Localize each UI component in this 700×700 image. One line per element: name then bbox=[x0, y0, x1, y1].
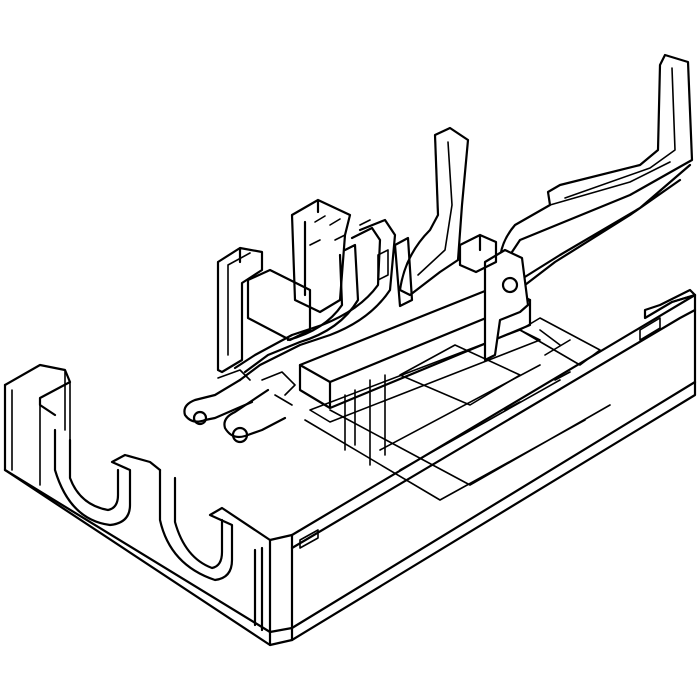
tray-left-wall-inner bbox=[11, 369, 71, 486]
stub-post-2 bbox=[393, 236, 414, 308]
post-box bbox=[246, 268, 312, 342]
right-lever bbox=[498, 53, 694, 297]
latch-hook-2 bbox=[223, 388, 287, 439]
hinge-hole bbox=[501, 276, 519, 294]
tray-right-wall-slots bbox=[299, 317, 661, 549]
post-left-inner bbox=[227, 252, 251, 356]
spring-arm-1 bbox=[233, 218, 397, 382]
mid-stubs bbox=[393, 233, 498, 308]
stub-post bbox=[458, 233, 498, 274]
tray-left-wall-top bbox=[3, 363, 72, 417]
beam-side bbox=[298, 298, 532, 410]
bracket-inner bbox=[417, 134, 453, 276]
left-posts bbox=[216, 198, 352, 374]
tray-u-cutout-1 bbox=[53, 428, 162, 527]
post-left-outer bbox=[216, 246, 264, 374]
latch-clips bbox=[217, 369, 296, 406]
bracket-vertical bbox=[398, 126, 470, 297]
lever-arm-upper bbox=[498, 53, 694, 260]
latch-hook-2-pin bbox=[231, 426, 249, 444]
tray-internal-ribs bbox=[344, 317, 601, 466]
spring-arms bbox=[233, 218, 397, 382]
base-tray bbox=[3, 288, 697, 647]
spring-arm-2 bbox=[243, 243, 360, 374]
latch-hooks bbox=[183, 369, 296, 444]
latch-hook-1-pin bbox=[192, 410, 208, 426]
beam-lower-rail bbox=[309, 329, 541, 423]
lever-arm-inner bbox=[549, 67, 676, 206]
central-beam bbox=[298, 283, 541, 423]
tray-u-cutout-2 bbox=[158, 468, 294, 582]
hinge-plate bbox=[483, 248, 530, 362]
tall-bracket bbox=[398, 126, 470, 297]
tray-front-corner bbox=[253, 533, 294, 647]
tray-right-bracket bbox=[643, 288, 697, 320]
hinge-plate-body bbox=[483, 248, 530, 362]
spring-arm-slots bbox=[359, 219, 389, 281]
post-center-tall bbox=[290, 198, 352, 314]
tray-front-bottom-edge bbox=[3, 380, 697, 634]
tray-floor-lines bbox=[304, 364, 611, 501]
tray-right-wall-top bbox=[290, 293, 697, 550]
post-center-notches bbox=[309, 215, 346, 246]
